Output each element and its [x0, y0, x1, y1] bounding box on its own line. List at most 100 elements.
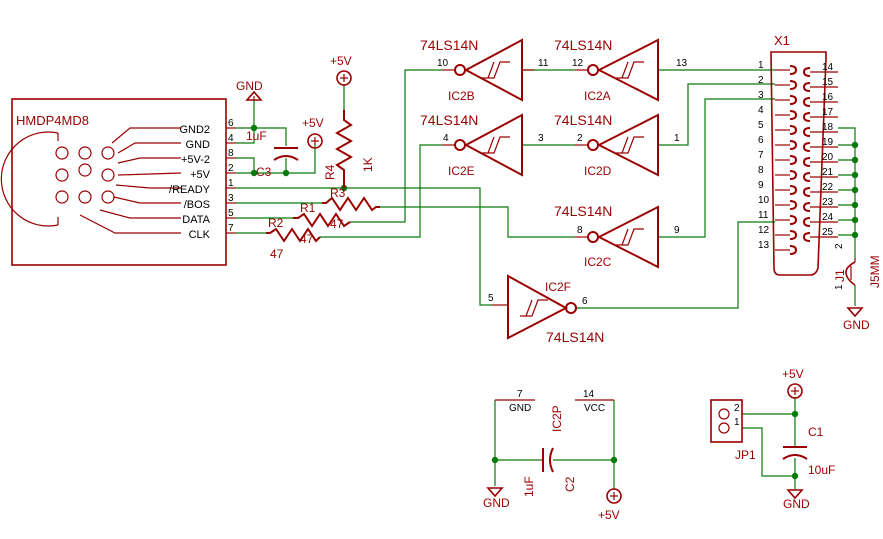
- ic2p-gnd-pin: 7: [517, 389, 523, 400]
- vcc-label: +5V: [330, 54, 352, 68]
- x1-pin: 22: [802, 182, 838, 197]
- vcc-label: +5V: [302, 116, 324, 130]
- capacitor-c2: 1uF C2: [522, 447, 577, 497]
- jumper-j1: 2 1 J1 J5MM: [833, 243, 882, 290]
- gate-ic2d: 74LS14N IC2D 2 1: [554, 112, 680, 178]
- ic2f-in: 5: [488, 293, 494, 304]
- x1-pin: 13: [758, 240, 798, 255]
- x1-pin: 10: [758, 195, 798, 210]
- x1-pin-number: 13: [758, 240, 770, 251]
- x1-pin: 17: [802, 107, 838, 122]
- jp1-pin-a: 2: [734, 403, 740, 414]
- connector-name: HMDP4MD8: [16, 113, 89, 128]
- x1-pin: 23: [802, 197, 838, 212]
- resistor-r3: R3: [322, 186, 380, 212]
- ic2f-name: IC2F: [545, 280, 571, 294]
- connector-pin-number: 8: [228, 148, 234, 159]
- connector-pin-label: GND: [186, 139, 211, 151]
- gnd-symbol: GND: [483, 487, 510, 510]
- x1-pin: 8: [758, 165, 798, 180]
- x1-pin-number: 15: [822, 77, 834, 88]
- resistor-r1: R1 47: [293, 201, 351, 231]
- gnd-label: GND: [783, 497, 810, 511]
- x1-name: X1: [774, 33, 790, 48]
- r2-name: R2: [268, 216, 284, 230]
- gnd-symbol: GND: [783, 489, 810, 511]
- x1-pin: 3: [758, 90, 798, 105]
- ic2c-in: 8: [577, 225, 583, 236]
- gnd-symbol: GND: [236, 79, 263, 101]
- ic2a-out: 13: [676, 58, 688, 69]
- ic2p-vcc-label: VCC: [584, 403, 605, 414]
- x1-pin-number: 21: [822, 167, 834, 178]
- connector-pin-label: +5V: [190, 169, 211, 181]
- gnd-label: GND: [236, 79, 263, 93]
- x1-pin-number: 20: [822, 152, 834, 163]
- x1-pin-number: 7: [758, 150, 764, 161]
- x1-pin: 4: [758, 105, 798, 120]
- x1-pin-number: 12: [758, 225, 770, 236]
- ic2p-name: IC2P: [550, 405, 564, 432]
- c3-name: C3: [256, 165, 272, 179]
- connector-pin-number: 7: [228, 223, 234, 234]
- resistor-r2: R2 47 47: [266, 216, 321, 261]
- x1-pin: 7: [758, 150, 798, 165]
- ic2e-name: IC2E: [448, 164, 475, 178]
- jumper-jp1: 2 1 JP1: [710, 399, 756, 462]
- ic2d-name: IC2D: [584, 164, 612, 178]
- ic2c-name: IC2C: [584, 255, 612, 269]
- c3-value: 1uF: [246, 129, 267, 143]
- connector-pin-number: 6: [228, 118, 234, 129]
- ic2a-name: IC2A: [584, 89, 611, 103]
- capacitor-c3: 1uF C3: [246, 129, 299, 179]
- gate-ic2c: 74LS14N IC2C 8 9: [554, 203, 680, 269]
- x1-pin-number: 18: [822, 122, 834, 133]
- x1-pin-number: 3: [758, 90, 764, 101]
- ic2d-out: 1: [674, 133, 680, 144]
- x1-pin: 21: [802, 167, 838, 182]
- x1-pin: 9: [758, 180, 798, 195]
- gnd-symbol: GND: [843, 307, 870, 332]
- c2-name: C2: [563, 476, 577, 492]
- capacitor-c1: C1 10uF: [782, 425, 835, 477]
- ic2c-part: 74LS14N: [554, 203, 612, 219]
- vcc-label: +5V: [598, 508, 620, 522]
- connector-pin-label: DATA: [182, 214, 210, 226]
- c1-name: C1: [808, 425, 824, 439]
- x1-pin: 1: [758, 60, 798, 75]
- vcc-symbol: +5V: [330, 54, 352, 86]
- j1-pin-a: 2: [834, 243, 845, 249]
- j1-pin-b: 1: [834, 284, 845, 290]
- ic2p-power: 7 GND 14 VCC IC2P: [495, 389, 614, 432]
- x1-pin-number: 25: [822, 227, 834, 238]
- ic2f-part: 74LS14N: [546, 329, 604, 345]
- junctions: [250, 124, 859, 480]
- x1-pin-number: 8: [758, 165, 764, 176]
- ic2f-out: 6: [582, 296, 588, 307]
- x1-pin: 12: [758, 225, 798, 240]
- x1-pin-number: 6: [758, 135, 764, 146]
- jp1-name: JP1: [735, 448, 756, 462]
- x1-pin-number: 17: [822, 107, 834, 118]
- gnd-label: GND: [843, 318, 870, 332]
- r4-value: 1K: [361, 157, 375, 172]
- connector-pin-label: /BOS: [184, 199, 210, 211]
- r1-value: 47: [300, 232, 314, 246]
- connector-pin-label: /READY: [169, 184, 211, 196]
- ic2b-name: IC2B: [448, 89, 475, 103]
- x1-pin: 24: [802, 212, 838, 227]
- x1-pin-number: 2: [758, 75, 764, 86]
- ic2e-part: 74LS14N: [420, 112, 478, 128]
- x1-pin: 20: [802, 152, 838, 167]
- x1-pin: 11: [758, 210, 798, 225]
- vcc-label: +5V: [782, 367, 804, 381]
- gnd-label: GND: [483, 496, 510, 510]
- x1-pin-number: 24: [822, 212, 834, 223]
- x1-pin-number: 22: [822, 182, 834, 193]
- x1-pin-number: 9: [758, 180, 764, 191]
- r1-name: R1: [300, 201, 316, 215]
- x1-pin-number: 16: [822, 92, 834, 103]
